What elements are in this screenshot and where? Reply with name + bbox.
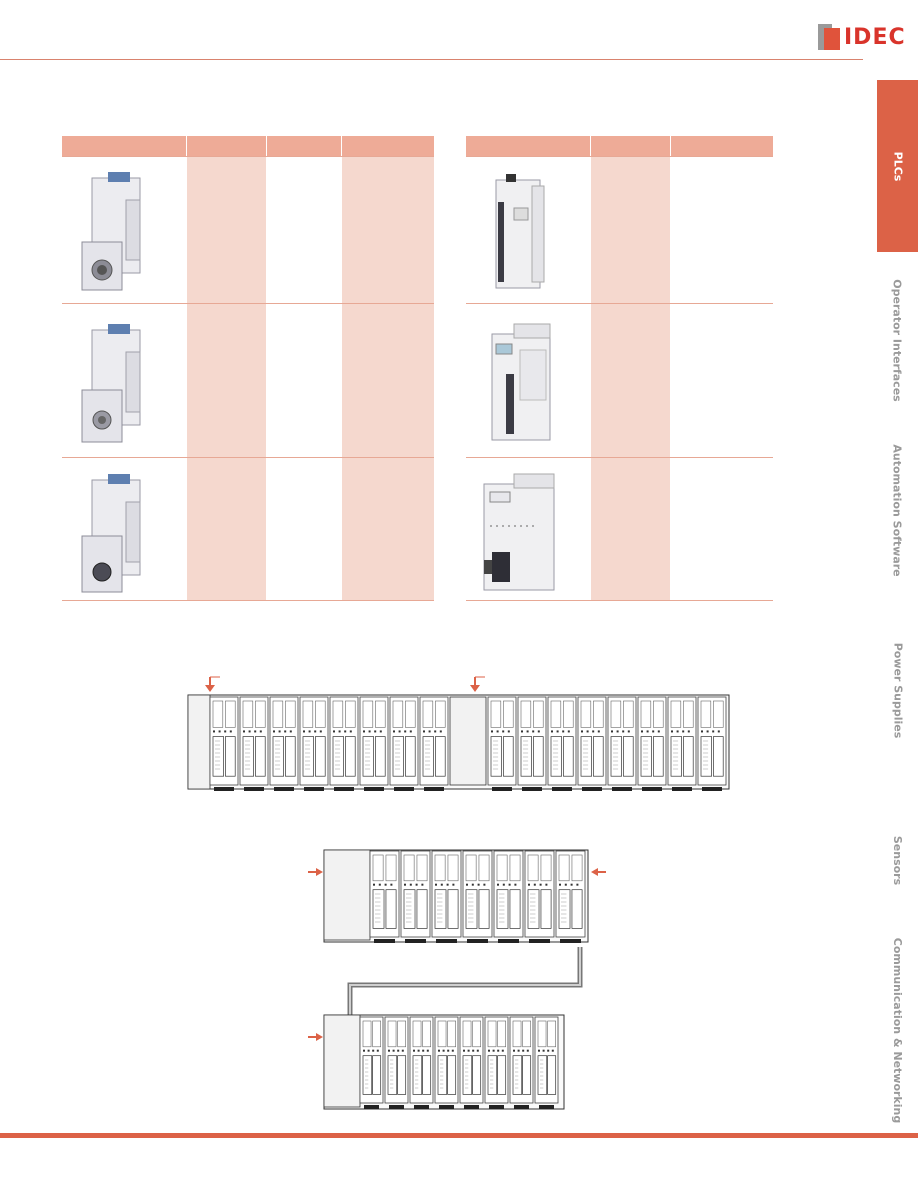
expansion-system-diagram-1 bbox=[187, 676, 730, 791]
expansion-cable bbox=[347, 947, 583, 1023]
io-module bbox=[577, 696, 607, 791]
cpu-module-image-3 bbox=[483, 473, 555, 591]
io-module bbox=[239, 696, 269, 791]
expansion-system-diagram-3 bbox=[308, 1014, 565, 1110]
header-cell bbox=[591, 136, 670, 156]
tab-operator-interfaces[interactable]: Operator Interfaces bbox=[877, 278, 918, 402]
cpu-block bbox=[323, 849, 371, 941]
io-module bbox=[547, 696, 577, 791]
io-module bbox=[459, 1016, 484, 1109]
expansion-system-diagram-2 bbox=[308, 849, 606, 943]
io-module bbox=[329, 696, 359, 791]
logo-text: IDEC bbox=[844, 24, 906, 50]
io-module bbox=[524, 850, 555, 943]
tab-label: Power Supplies bbox=[891, 642, 905, 738]
arrow-right-icon bbox=[316, 868, 323, 876]
io-module bbox=[431, 850, 462, 943]
tab-label: Automation Software bbox=[891, 443, 905, 577]
io-module bbox=[209, 696, 239, 791]
io-module bbox=[299, 696, 329, 791]
io-module bbox=[369, 850, 400, 943]
cpu-module-image-2 bbox=[491, 323, 551, 441]
row-divider bbox=[466, 600, 773, 601]
io-module bbox=[493, 850, 524, 943]
shaded-column bbox=[591, 157, 670, 601]
tab-label: Operator Interfaces bbox=[891, 278, 905, 402]
io-module bbox=[400, 850, 431, 943]
shaded-column bbox=[342, 157, 434, 601]
comm-module-image-1 bbox=[81, 172, 141, 291]
io-module bbox=[697, 696, 727, 791]
idec-logo[interactable]: IDEC bbox=[818, 24, 906, 50]
header-cell bbox=[187, 136, 266, 156]
arrow-left-icon bbox=[591, 868, 598, 876]
tab-label: Communication & Networking bbox=[891, 937, 904, 1123]
io-module bbox=[637, 696, 667, 791]
io-module bbox=[359, 1016, 384, 1109]
header-cell bbox=[267, 136, 341, 156]
tab-power-supplies[interactable]: Power Supplies bbox=[877, 640, 918, 740]
io-module bbox=[509, 1016, 534, 1109]
io-module bbox=[389, 696, 419, 791]
row-divider bbox=[62, 303, 434, 304]
io-module bbox=[359, 696, 389, 791]
header-cell bbox=[62, 136, 186, 156]
io-module bbox=[607, 696, 637, 791]
io-module bbox=[462, 850, 493, 943]
io-module bbox=[409, 1016, 434, 1109]
tab-plcs[interactable]: PLCs bbox=[877, 80, 918, 252]
io-module bbox=[555, 850, 586, 943]
header-divider bbox=[0, 59, 863, 60]
row-divider bbox=[62, 600, 434, 601]
idec-logo-icon bbox=[818, 24, 840, 50]
row-divider bbox=[466, 457, 773, 458]
io-module bbox=[534, 1016, 559, 1109]
row-divider bbox=[466, 156, 773, 157]
shaded-column bbox=[187, 157, 266, 601]
row-divider bbox=[62, 156, 434, 157]
expansion-interface bbox=[323, 1014, 361, 1108]
expansion-interface bbox=[449, 696, 487, 786]
arrow-right-icon bbox=[316, 1033, 323, 1041]
header-cell bbox=[466, 136, 590, 156]
comm-module-image-3 bbox=[81, 474, 141, 593]
io-module bbox=[384, 1016, 409, 1109]
io-module bbox=[269, 696, 299, 791]
io-module bbox=[517, 696, 547, 791]
io-module bbox=[434, 1016, 459, 1109]
header-cell bbox=[342, 136, 434, 156]
comm-module-image-2 bbox=[81, 324, 141, 443]
io-module bbox=[667, 696, 697, 791]
arrow-down-icon bbox=[470, 685, 480, 692]
arrow-down-icon bbox=[205, 685, 215, 692]
cpu-module-image-1 bbox=[495, 174, 545, 289]
io-module bbox=[484, 1016, 509, 1109]
tab-label: Sensors bbox=[891, 835, 905, 885]
category-sidebar: PLCs Operator Interfaces Automation Soft… bbox=[877, 80, 918, 1125]
row-divider bbox=[62, 457, 434, 458]
cpu-block bbox=[187, 694, 211, 790]
tab-automation-software[interactable]: Automation Software bbox=[877, 444, 918, 576]
io-module bbox=[419, 696, 449, 791]
io-module bbox=[487, 696, 517, 791]
tab-sensors[interactable]: Sensors bbox=[877, 810, 918, 910]
row-divider bbox=[466, 303, 773, 304]
footer-accent-bar bbox=[0, 1133, 918, 1138]
header-cell bbox=[671, 136, 773, 156]
tab-label: PLCs bbox=[890, 151, 904, 181]
tab-communication-networking[interactable]: Communication & Networking bbox=[877, 937, 918, 1123]
